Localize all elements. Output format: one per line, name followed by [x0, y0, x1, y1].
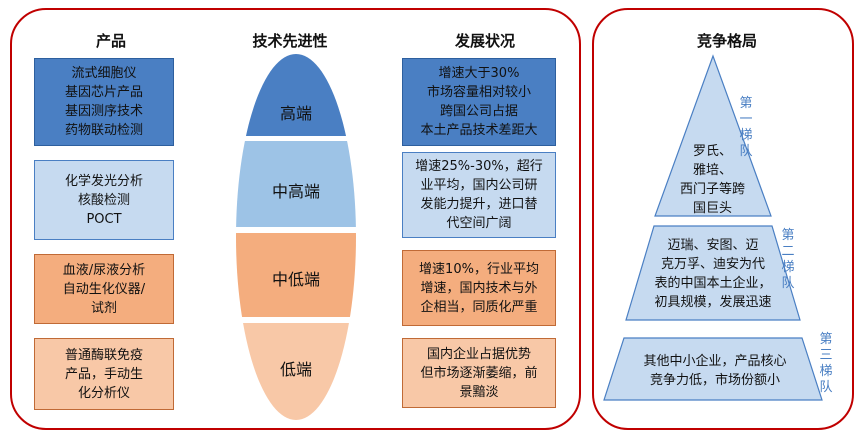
header-product: 产品 [95, 32, 126, 50]
pyramid-tier-2-text: 迈瑞、安图、迈 克万孚、迪安为代 表的中国本土企业， 初具规模，发展迅速 [654, 238, 772, 310]
header-tech: 技术先进性 [252, 32, 328, 50]
pyramid-tier-2 [625, 225, 801, 321]
development-text-low: 国内企业占据优势 但市场逐渐萎缩，前 景黯淡 [420, 346, 538, 400]
competition-pyramid [603, 54, 823, 401]
header-development: 发展状况 [454, 32, 515, 50]
pyramid-tier-1-text: 罗氏、 雅培、 西门子等跨 国巨头 [679, 144, 745, 216]
left-panel-frame [10, 8, 581, 430]
tech-ellipse [236, 54, 356, 420]
product-box-high: 流式细胞仪 基因芯片产品 基因测序技术 药物联动检测 [34, 58, 174, 146]
tech-segment-mid-high [236, 141, 356, 227]
tech-label-low: 低端 [279, 360, 312, 379]
product-text-low: 普通酶联免疫 产品，手动生 化分析仪 [64, 347, 143, 401]
development-text-mid-low: 增速10%，行业平均 增速，国内技术与外 企相当，同质化严重 [419, 261, 539, 315]
product-box-mid-high: 化学发光分析 核酸检测 POCT [34, 160, 174, 240]
tier-3-label: 第三梯队 [819, 332, 833, 395]
product-box-low: 普通酶联免疫 产品，手动生 化分析仪 [34, 338, 174, 410]
tier-1-label: 第一梯队 [739, 96, 753, 159]
pyramid-tier-3-text: 其他中小企业，产品核心 竞争力低，市场份额小 [643, 354, 787, 388]
product-text-mid-high: 化学发光分析 核酸检测 POCT [64, 173, 143, 227]
pyramid-tier-1 [654, 54, 772, 217]
product-text-high: 流式细胞仪 基因芯片产品 基因测序技术 药物联动检测 [64, 66, 143, 138]
development-box-mid-low: 增速10%，行业平均 增速，国内技术与外 企相当，同质化严重 [402, 250, 556, 326]
tech-label-mid-low: 中低端 [271, 270, 320, 289]
right-panel-frame [592, 8, 854, 430]
development-box-mid-high: 增速25%-30%，超行 业平均，国内公司研 发能力提升，进口替 代空间广阔 [402, 152, 556, 238]
development-box-low: 国内企业占据优势 但市场逐渐萎缩，前 景黯淡 [402, 338, 556, 408]
tier-2-label: 第二梯队 [781, 228, 795, 291]
product-text-mid-low: 血液/尿液分析 自动生化仪器/ 试剂 [62, 262, 146, 316]
tech-label-mid-high: 中高端 [271, 182, 320, 201]
development-text-high: 增速大于30% 市场容量相对较小 跨国公司占据 本土产品技术差距大 [420, 66, 538, 138]
header-competition: 竞争格局 [696, 32, 757, 50]
development-box-high: 增速大于30% 市场容量相对较小 跨国公司占据 本土产品技术差距大 [402, 58, 556, 146]
pyramid-tier-3 [603, 337, 823, 401]
development-text-mid-high: 增速25%-30%，超行 业平均，国内公司研 发能力提升，进口替 代空间广阔 [415, 159, 543, 231]
tech-segment-mid-low [236, 233, 356, 317]
product-box-mid-low: 血液/尿液分析 自动生化仪器/ 试剂 [34, 254, 174, 324]
tech-label-high: 高端 [279, 104, 312, 123]
